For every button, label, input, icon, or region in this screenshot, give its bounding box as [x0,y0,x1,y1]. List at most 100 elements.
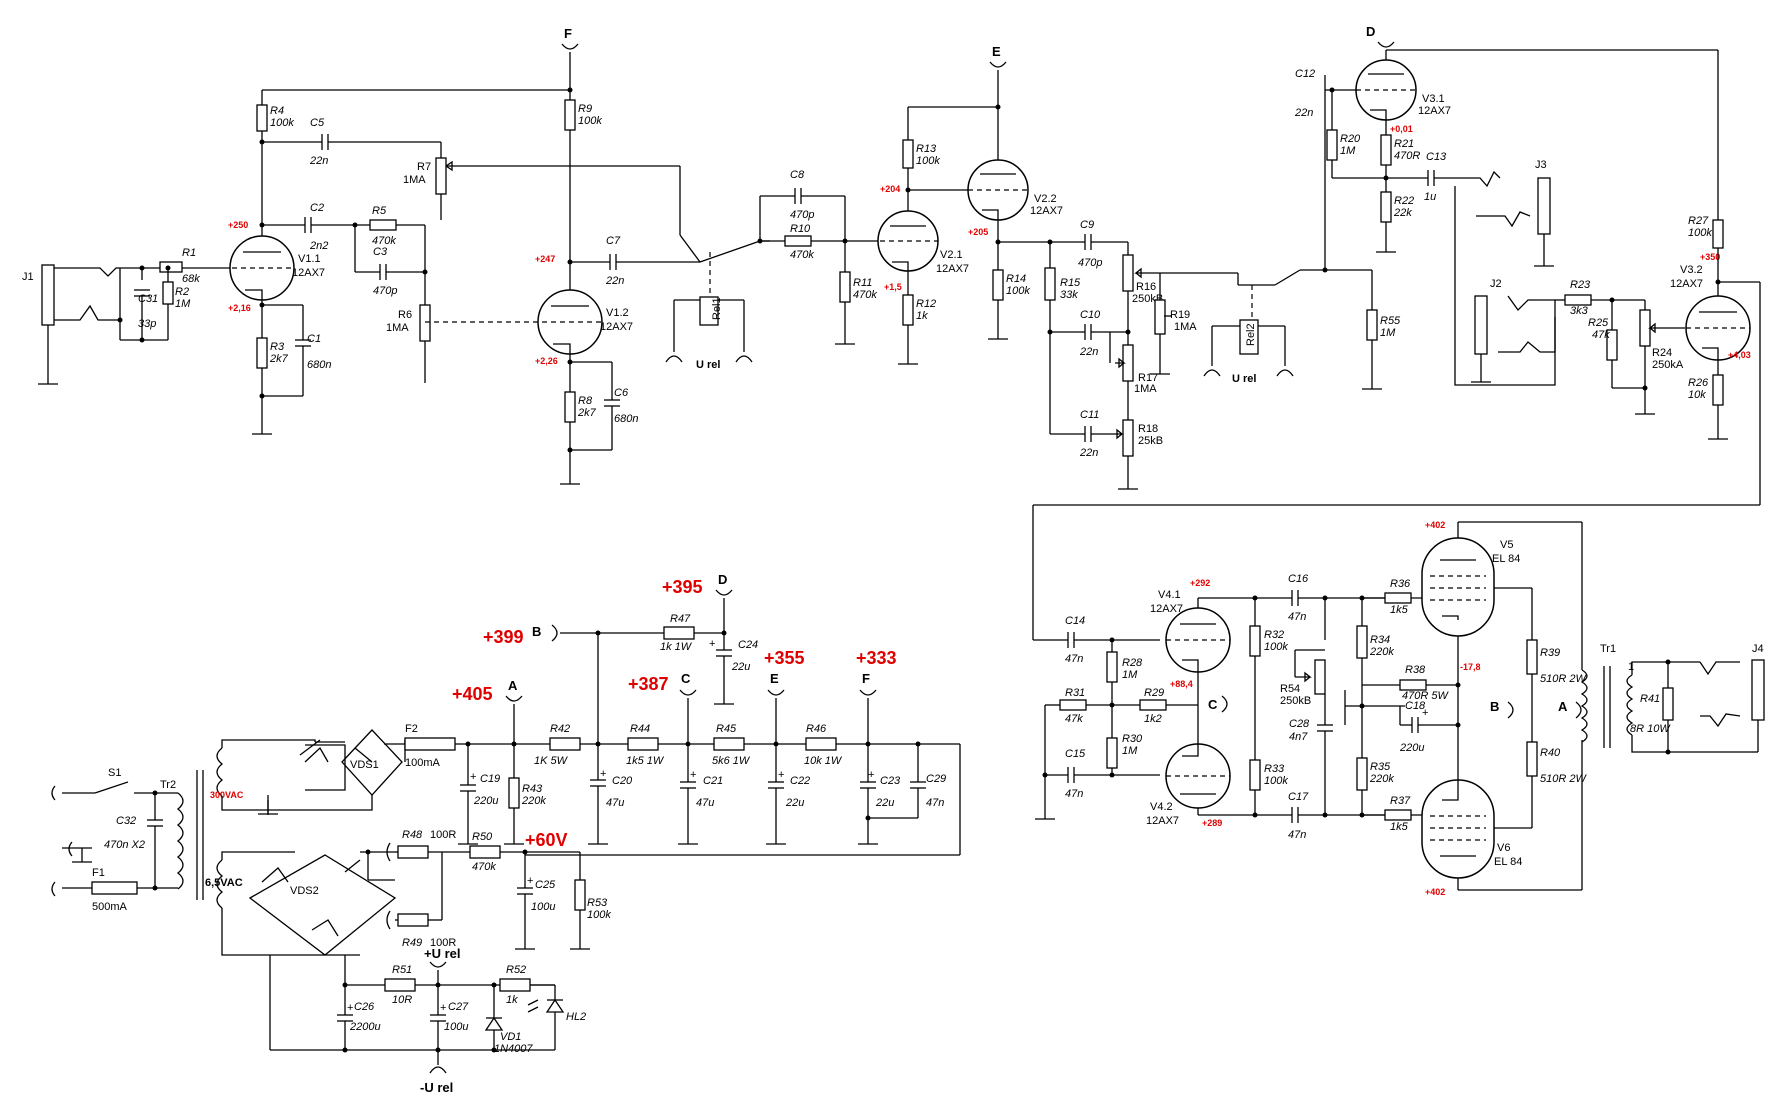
r26-ref: R26 [1688,377,1709,389]
phase-splitter: C14 47n R28 1M R30 1M R31 47k R29 1k2 C1… [1033,573,1390,841]
v1-2-ref: V1.2 [606,307,629,319]
v1-2-value: 12AX7 [600,321,633,333]
c31-ref: C31 [138,293,158,305]
r29-value: 1k2 [1144,713,1162,725]
r47-value: 1k 1W [660,641,693,653]
c12-value: 22n [1294,107,1313,119]
relay-rel2 [1239,319,1259,355]
r9-value: 100k [578,115,602,127]
c17-value: 47n [1288,829,1306,841]
r24-ref: R24 [1652,347,1672,359]
v5-ref: V5 [1500,539,1513,551]
c29-value: 47n [926,797,944,809]
r2-ref: R2 [175,286,189,298]
svg-text:+: + [709,638,715,650]
c22-ref: C22 [790,775,810,787]
r6-ref: R6 [398,309,412,321]
s355-label: +355 [764,648,805,668]
v2-2-tone-stack: E V2.2 12AX7 +205 R14 100k C9 470p R16 2… [967,44,1238,490]
rel2-label: Rel2 [1245,323,1257,346]
r12-value: 1k [916,310,928,322]
c8-value: 470p [790,209,814,221]
r37-ref: R37 [1390,795,1411,807]
jack-j3 [1537,177,1551,235]
power-supply: S1 F1 500mA C32 470n X2 Tr2 300VAC 6,5VA… [51,572,961,1095]
v3-1-value: 12AX7 [1418,105,1451,117]
r51-value: 10R [392,994,412,1006]
f-label: F [564,26,572,41]
c12-ref: C12 [1295,68,1315,80]
v001-label: +0,01 [1390,124,1413,134]
r52-ref: R52 [506,964,526,976]
vds1-bridge-icon [305,744,346,791]
a-label: A [1558,699,1568,714]
bus-f-terminal-icon [561,43,579,50]
c7-ref: C7 [606,235,621,247]
r13-ref: R13 [916,143,937,155]
r4-ref: R4 [270,105,284,117]
v2-1-value: 12AX7 [936,263,969,275]
jack-j1 [41,264,55,326]
v403-label: +4,03 [1728,350,1751,360]
r8-value: 2k7 [577,407,597,419]
r50-ref: R50 [472,831,493,843]
c14-ref: C14 [1065,615,1085,627]
c29-ref: C29 [926,773,946,785]
r43-value: 220k [521,795,546,807]
r4-value: 100k [270,117,294,129]
r37-value: 1k5 [1390,821,1409,833]
c9-value: 470p [1078,257,1102,269]
v1-2-stage: F R9 100k +247 C7 22n V1.2 12AX7 +2,26 C… [425,26,700,485]
r46-ref: R46 [806,723,827,735]
r39-ref: R39 [1540,647,1560,659]
c2-value: 2n2 [309,240,328,252]
vac300-label: 300VAC [210,790,244,800]
c32-value: 470n X2 [104,839,145,851]
r27-value: 100k [1688,227,1712,239]
r28-value: 1M [1122,669,1138,681]
c6-ref: C6 [614,387,629,399]
led-hl2-icon [545,998,565,1013]
c-label: C [681,671,691,686]
c1-ref: C1 [307,333,321,345]
r40-value: 510R 2W [1540,773,1587,785]
r15-ref: R15 [1060,277,1081,289]
vac65-label: 6,5VAC [205,877,243,889]
c14-value: 47n [1065,653,1083,665]
r34-ref: R34 [1370,634,1390,646]
r22-ref: R22 [1394,195,1414,207]
r43-ref: R43 [522,783,543,795]
c27-ref: C27 [448,1001,469,1013]
r33-ref: R33 [1264,763,1285,775]
v15-label: +1,5 [884,282,902,292]
c28-value: 4n7 [1289,731,1308,743]
c17-ref: C17 [1288,791,1309,803]
r45-value: 5k6 1W [712,755,751,767]
r18-ref: R18 [1138,423,1158,435]
v3-2-value: 12AX7 [1670,278,1703,290]
v205-label: +205 [968,227,988,237]
c2-ref: C2 [310,202,324,214]
r39-value: 510R 2W [1540,673,1587,685]
r25-ref: R25 [1588,317,1609,329]
d-label: D [718,572,727,587]
hl2-label: HL2 [566,1011,586,1023]
r7-ref: R7 [417,161,431,173]
v4-2-value: 12AX7 [1146,815,1179,827]
f-label: F [862,671,870,686]
v3-2-ref: V3.2 [1680,264,1703,276]
r26-value: 10k [1688,389,1706,401]
tr1-primary-coil [1580,669,1588,743]
r48-ref: R48 [402,829,423,841]
c28-ref: C28 [1289,718,1310,730]
s60-label: +60V [525,830,568,850]
tr2-primary-coil [176,792,184,890]
v216-label: +2,16 [228,303,251,313]
r27-ref: R27 [1688,215,1709,227]
output-stage: R34 220k R35 220k R38 470R 5W C18 + 220u… [1356,520,1587,897]
relay-1-and-v2-1: Rel1 U rel R10 470k C8 470p R11 470k V2.… [665,106,998,371]
r50-value: 470k [472,861,496,873]
tr1-label: Tr1 [1600,643,1616,655]
r40-ref: R40 [1540,747,1561,759]
r49-ref: R49 [402,937,422,949]
